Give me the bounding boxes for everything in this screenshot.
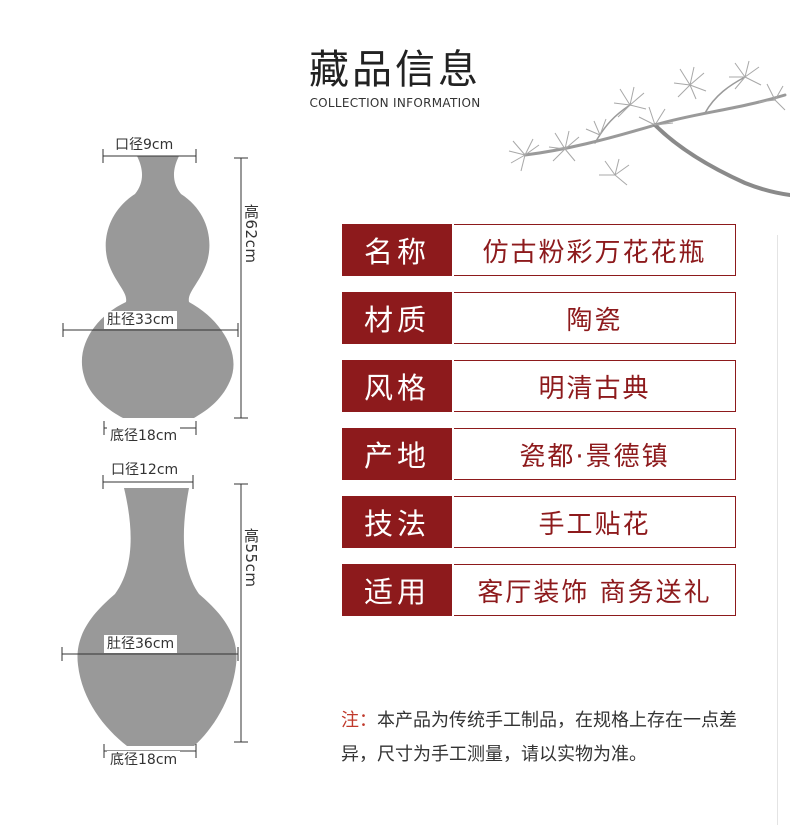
vase2-mouth-diameter: 口径12cm — [108, 461, 182, 479]
vase2-belly-diameter: 肚径36cm — [104, 635, 178, 653]
title-english: COLLECTION INFORMATION — [309, 96, 481, 110]
right-edge-divider — [777, 235, 778, 825]
spec-value: 明清古典 — [454, 360, 736, 412]
spec-value: 手工贴花 — [454, 496, 736, 548]
note-text: 本产品为传统手工制品，在规格上存在一点差异，尺寸为手工测量，请以实物为准。 — [341, 710, 737, 765]
spec-value: 瓷都·景德镇 — [454, 428, 736, 480]
spec-label: 材质 — [342, 292, 452, 344]
spec-label: 技法 — [342, 496, 452, 548]
pine-branch-illustration — [508, 60, 790, 197]
title-chinese: 藏品信息 — [309, 47, 481, 93]
vase-diagrams — [61, 149, 248, 758]
spec-row-material: 材质 陶瓷 — [342, 292, 736, 344]
vase2-base-diameter: 底径18cm — [107, 751, 181, 769]
spec-row-style: 风格 明清古典 — [342, 360, 736, 412]
vase2-height: 高55cm — [242, 528, 260, 588]
bottle-vase-silhouette — [77, 488, 237, 746]
spec-label: 适用 — [342, 564, 452, 616]
spec-value: 仿古粉彩万花花瓶 — [454, 224, 736, 276]
vase1-belly-diameter: 肚径33cm — [104, 311, 178, 329]
spec-value: 陶瓷 — [454, 292, 736, 344]
spec-value: 客厅装饰 商务送礼 — [454, 564, 736, 616]
section-header: 藏品信息 COLLECTION INFORMATION — [300, 46, 490, 110]
spec-label: 产地 — [342, 428, 452, 480]
vase1-base-diameter: 底径18cm — [107, 427, 181, 445]
vase1-height: 高62cm — [242, 204, 260, 264]
spec-row-usage: 适用 客厅装饰 商务送礼 — [342, 564, 736, 616]
spec-row-origin: 产地 瓷都·景德镇 — [342, 428, 736, 480]
vase1-mouth-diameter: 口径9cm — [112, 136, 177, 154]
spec-row-name: 名称 仿古粉彩万花花瓶 — [342, 224, 736, 276]
disclaimer-note: 注：本产品为传统手工制品，在规格上存在一点差异，尺寸为手工测量，请以实物为准。 — [341, 704, 771, 772]
spec-row-technique: 技法 手工贴花 — [342, 496, 736, 548]
note-prefix: 注： — [341, 710, 377, 731]
spec-table: 名称 仿古粉彩万花花瓶 材质 陶瓷 风格 明清古典 产地 瓷都·景德镇 技法 手… — [342, 224, 736, 632]
spec-label: 名称 — [342, 224, 452, 276]
gourd-vase-silhouette — [81, 156, 234, 418]
spec-label: 风格 — [342, 360, 452, 412]
